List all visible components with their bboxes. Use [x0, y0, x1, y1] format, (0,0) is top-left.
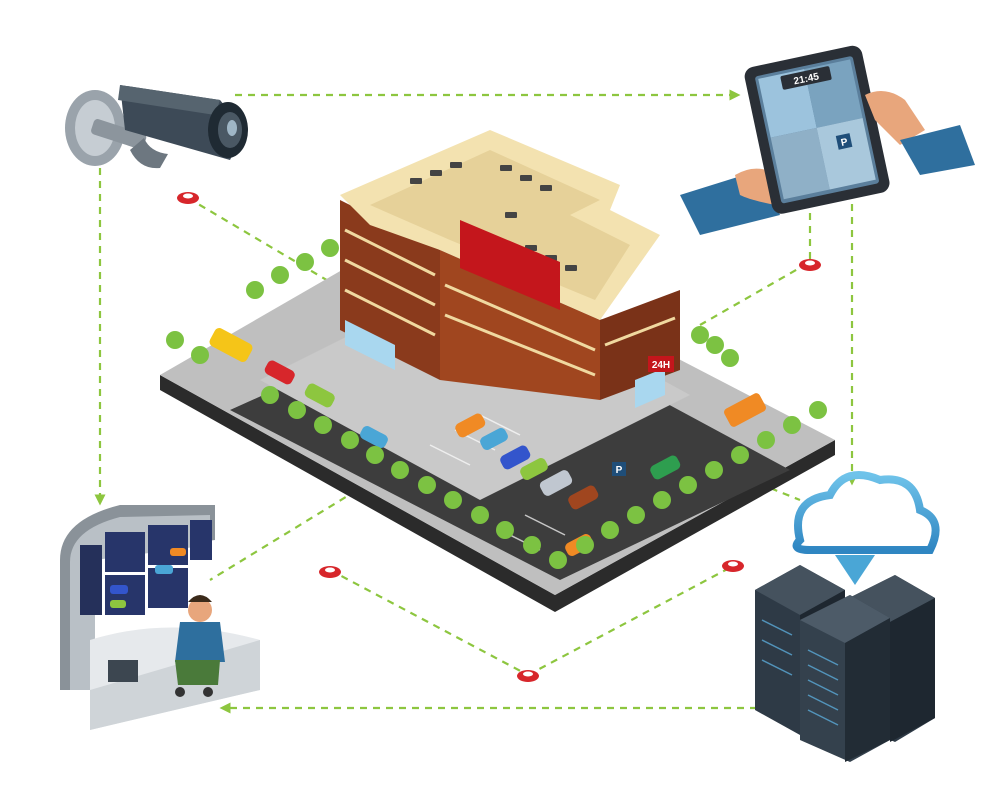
camera-to-building-line [187, 197, 331, 283]
node [177, 192, 199, 204]
node [799, 259, 821, 271]
node [319, 566, 341, 578]
store-24h-sign: 24H [652, 360, 670, 371]
cctv-camera-icon [65, 85, 248, 169]
bottom-left-to-center-line [329, 569, 529, 676]
tablet-to-building-line [699, 200, 812, 326]
building-banner [460, 220, 560, 310]
tablet-clock: 21:45 [793, 71, 821, 87]
node [722, 560, 744, 572]
building-to-operator-line [209, 469, 391, 581]
cloud-server-rack-icon [755, 471, 940, 762]
trees [166, 239, 827, 569]
center-to-server-line [527, 564, 736, 676]
node [517, 670, 539, 682]
parked-cars [209, 328, 766, 556]
shopping-mall-building-icon: 24H [340, 130, 680, 408]
network-nodes [177, 192, 821, 682]
monitor-wall [80, 520, 212, 615]
flow-connectors [94, 89, 858, 714]
shopping-mall-scene: 24H [160, 130, 835, 612]
control-room-operator-icon [60, 505, 260, 730]
parking-sign: P [616, 465, 623, 476]
tablet-monitor-icon: 21:45 P [680, 45, 975, 235]
tablet-parking-sign: P [840, 137, 849, 149]
ground-slab-side [160, 375, 835, 612]
